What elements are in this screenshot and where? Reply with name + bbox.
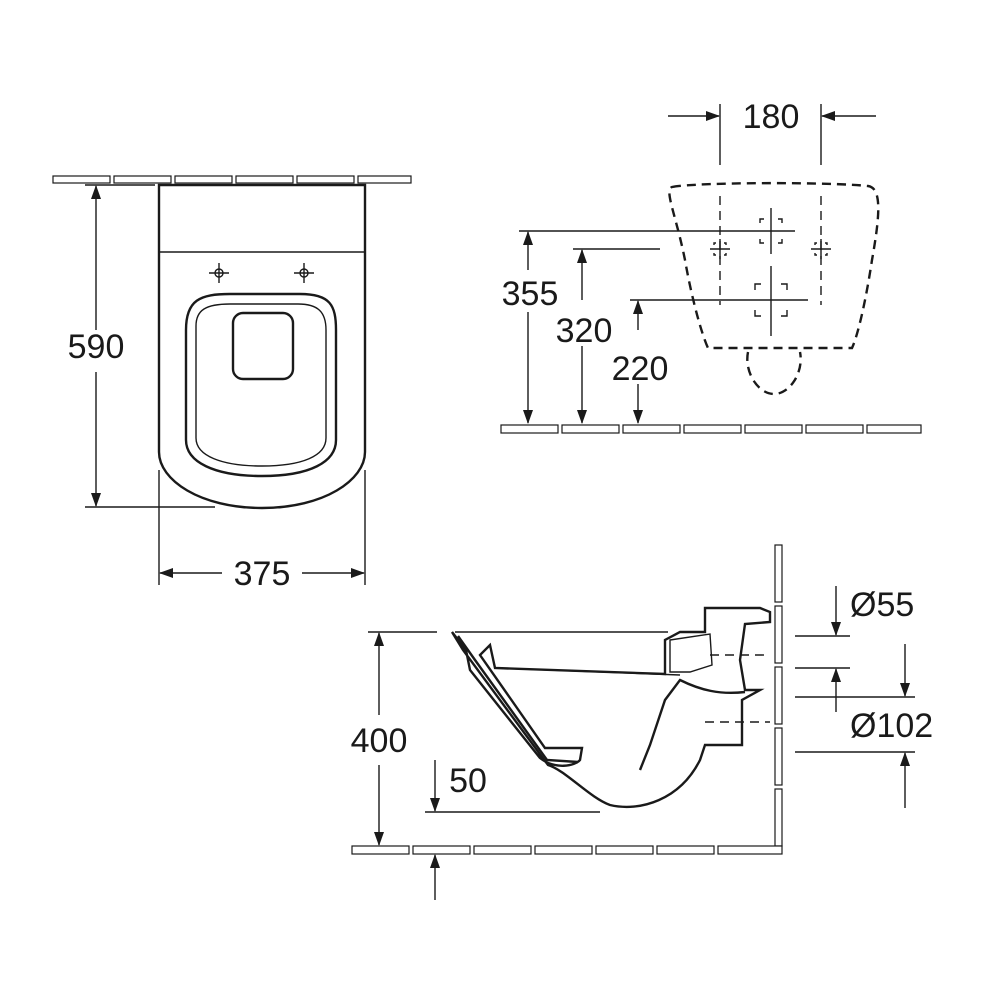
seat-inner: [195, 303, 327, 467]
side-view: Ø55 Ø102 400 50: [351, 544, 933, 900]
bowl-outline-top: [157, 183, 367, 510]
dim-320-label: 320: [556, 312, 613, 350]
back-view: 180 355 320 220: [500, 98, 922, 434]
wall-tiles-top: [52, 175, 412, 184]
fixing-point-right-icon: [294, 263, 314, 283]
dim-220-label: 220: [612, 350, 669, 388]
flush-plate: [231, 311, 295, 381]
dim-waste-diameter-label: Ø102: [850, 707, 933, 745]
bowl-profile-outer: [450, 606, 772, 809]
dim-400-label: 400: [351, 722, 408, 760]
dim-375-label: 375: [234, 555, 291, 593]
bowl-profile-inner: [457, 635, 746, 771]
outlet-marker-icon: [735, 266, 808, 336]
floor-tiles-back: [500, 424, 922, 434]
back-outline-dashed: [668, 181, 880, 350]
fixing-hole-right-icon: [811, 239, 831, 259]
fixing-hole-left-icon: [710, 239, 730, 259]
dim-590-label: 590: [68, 328, 125, 366]
dim-outlet-diameter-label: Ø55: [850, 586, 914, 624]
dim-50-label: 50: [449, 762, 487, 800]
floor-tiles-side: [351, 845, 783, 855]
top-view: 590 375: [52, 175, 412, 593]
dim-180-label: 180: [743, 98, 800, 136]
fixing-point-left-icon: [209, 263, 229, 283]
inlet-marker-icon: [745, 208, 795, 254]
dim-355-label: 355: [502, 275, 559, 313]
waste-outlet-dashed: [746, 351, 802, 396]
wall-tiles-side: [774, 544, 783, 847]
seat-outer: [184, 292, 338, 478]
trap-channel: [669, 633, 713, 673]
